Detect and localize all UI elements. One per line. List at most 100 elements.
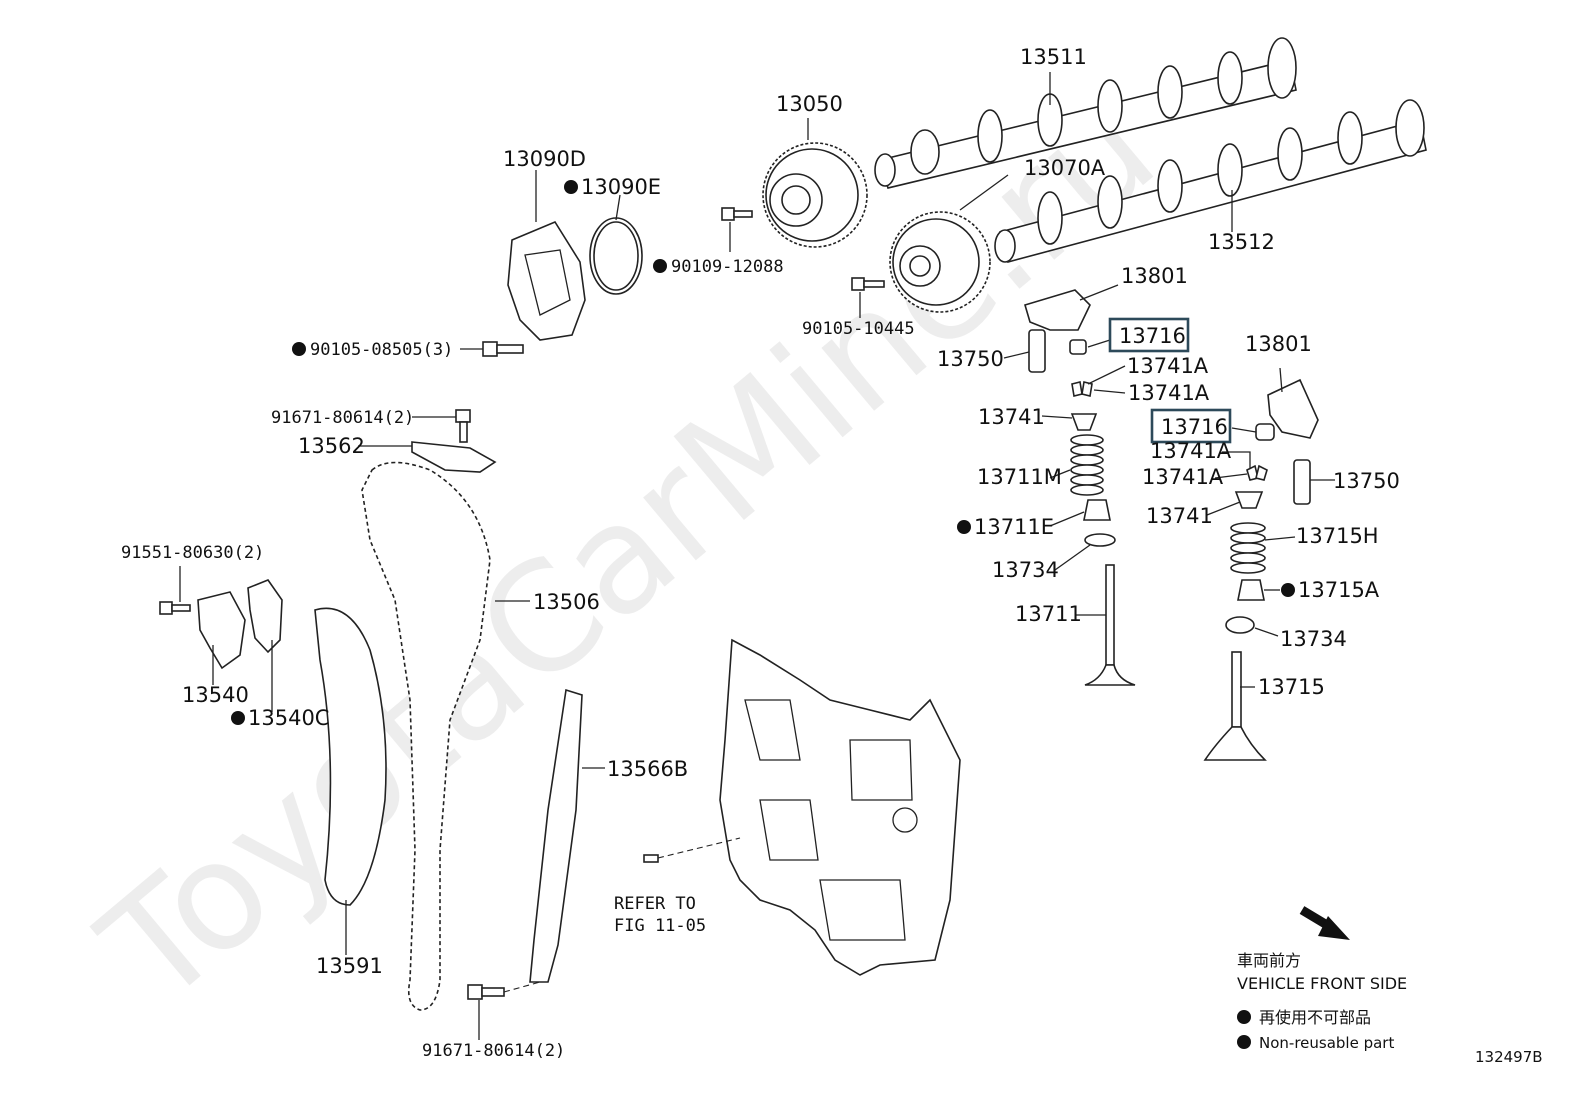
legend-nonreuse-cn: 再使用不可部品	[1259, 1008, 1371, 1027]
lash-adjuster-13750-b	[1293, 459, 1311, 505]
label-91671-80614-bottom: 91671-80614(2)	[422, 1041, 565, 1061]
dowel-dashline	[657, 837, 741, 859]
label-13050: 13050	[776, 92, 843, 116]
keeper-13741A-b	[1081, 381, 1093, 397]
seal-13715A	[1237, 579, 1265, 601]
label-13711M: 13711M	[977, 465, 1062, 489]
label-13801-a: 13801	[1121, 264, 1188, 288]
bolt-91551-80630	[159, 601, 191, 615]
chain-guide-13562	[411, 441, 497, 473]
label-13741-b: 13741	[1146, 504, 1213, 528]
bolt-dashline-bottom	[503, 981, 541, 993]
nonreusable-dot-13715A	[1281, 583, 1295, 597]
retainer-13741-a	[1070, 413, 1098, 431]
nonreusable-dot-13711E	[957, 520, 971, 534]
label-13711E: 13711E	[974, 515, 1054, 539]
label-13511: 13511	[1020, 45, 1087, 69]
gasket-13540C	[247, 579, 283, 654]
camshaft-13511	[874, 37, 1297, 189]
timing-chain-13506	[361, 461, 491, 1011]
label-13750-b: 13750	[1333, 469, 1400, 493]
dowel-pin	[643, 854, 659, 863]
label-13591: 13591	[316, 954, 383, 978]
seal-13711E	[1083, 499, 1111, 521]
bolt-90109-12088	[721, 207, 753, 221]
legend-dot-icon-1	[1237, 1010, 1251, 1024]
figure-id: 132497B	[1475, 1048, 1543, 1066]
valve-13711	[1084, 564, 1136, 686]
pump-13090D	[507, 220, 586, 341]
label-13741A-c: 13741A	[1150, 439, 1232, 463]
label-13715H: 13715H	[1296, 524, 1379, 548]
damper-13566B	[529, 688, 583, 983]
label-13506: 13506	[533, 590, 600, 614]
highlight-box-13716-b	[1150, 408, 1232, 444]
lash-adjuster-13750-a	[1028, 329, 1046, 373]
bolt-91671-80614-top	[455, 409, 471, 443]
label-13090D: 13090D	[503, 147, 586, 171]
bolt-90105-10445	[851, 277, 885, 291]
rocker-arm-13801-b	[1267, 378, 1319, 439]
label-13070A: 13070A	[1024, 156, 1106, 180]
legend: 車両前方 VEHICLE FRONT SIDE 再使用不可部品 Non-reus…	[1237, 906, 1407, 1052]
label-13715A: 13715A	[1298, 578, 1380, 602]
legend-dot-icon-2	[1237, 1035, 1251, 1049]
label-13715: 13715	[1258, 675, 1325, 699]
nonreusable-dot-90109	[653, 259, 667, 273]
label-13540: 13540	[182, 683, 249, 707]
label-13750-a: 13750	[937, 347, 1004, 371]
engine-block-details	[744, 699, 918, 941]
keeper-13741A-d	[1255, 464, 1268, 481]
label-13741A-d: 13741A	[1142, 465, 1224, 489]
legend-front-cn: 車両前方	[1237, 951, 1301, 970]
spring-13711M	[1070, 434, 1104, 496]
label-13741A-b: 13741A	[1128, 381, 1210, 405]
rocker-arm-13801-a	[1024, 289, 1091, 331]
label-13734-a: 13734	[992, 558, 1059, 582]
o-ring-13090E-inner	[593, 221, 639, 291]
highlight-box-13716-a	[1108, 317, 1190, 353]
label-90109-12088: 90109-12088	[671, 257, 784, 277]
front-arrow-icon	[1299, 906, 1350, 940]
label-13512: 13512	[1208, 230, 1275, 254]
label-13741-a: 13741	[978, 405, 1045, 429]
cap-13716-a	[1069, 339, 1087, 355]
spring-13715H	[1230, 522, 1266, 574]
vvt-gear-13050	[762, 142, 868, 248]
slipper-13591	[314, 607, 387, 906]
bolt-90105-08505	[482, 341, 524, 357]
label-13741A-a: 13741A	[1127, 354, 1209, 378]
nonreusable-dot-13090E	[564, 180, 578, 194]
washer-13734-b	[1225, 616, 1255, 634]
label-fig-11-05: FIG 11-05	[614, 916, 706, 936]
label-13716-b: 13716	[1161, 415, 1228, 439]
label-91551-80630: 91551-80630(2)	[121, 543, 264, 563]
engine-block	[719, 638, 961, 976]
washer-13734-a	[1084, 533, 1116, 547]
leader-lines	[179, 72, 1335, 1040]
nonreusable-dot-13540C	[231, 711, 245, 725]
legend-front-en: VEHICLE FRONT SIDE	[1237, 974, 1407, 993]
label-90105-08505: 90105-08505(3)	[310, 340, 453, 360]
label-13711: 13711	[1015, 602, 1082, 626]
nonreusable-dot-90105-08505	[292, 342, 306, 356]
part-labels: 13511 13050 13070A 13512 13090D 13090E 9…	[121, 45, 1400, 1061]
keeper-13741A-a	[1071, 381, 1083, 397]
valve-13715	[1203, 651, 1267, 761]
label-91671-80614-top: 91671-80614(2)	[271, 408, 414, 428]
label-90105-10445: 90105-10445	[802, 319, 915, 339]
cap-13716-b	[1255, 423, 1275, 441]
camshaft-13512	[994, 99, 1427, 263]
label-13716-a: 13716	[1119, 324, 1186, 348]
tensioner-13540	[197, 591, 246, 670]
vvt-gear-13070A	[889, 211, 991, 313]
label-refer-to: REFER TO	[614, 894, 696, 914]
label-13562: 13562	[298, 434, 365, 458]
label-13801-b: 13801	[1245, 332, 1312, 356]
label-13734-b: 13734	[1280, 627, 1347, 651]
label-13540C: 13540C	[248, 706, 329, 730]
label-13566B: 13566B	[607, 757, 688, 781]
retainer-13741-b	[1234, 491, 1264, 509]
legend-nonreuse-en: Non-reusable part	[1259, 1034, 1394, 1052]
